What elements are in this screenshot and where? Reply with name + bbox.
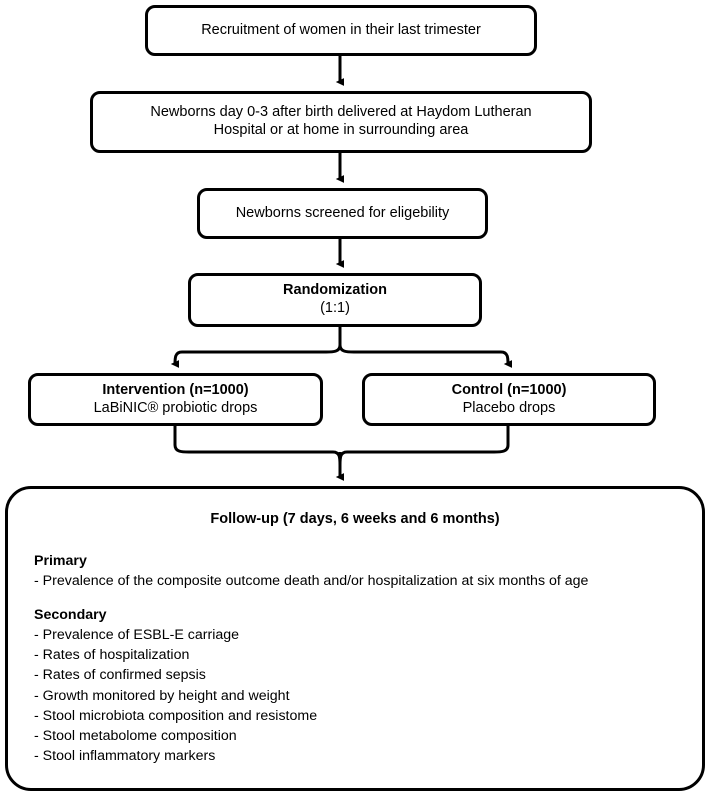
connector-arms-merge-to-followup [173, 426, 510, 481]
node-newborns-delivery-line-1: Newborns day 0-3 after birth delivered a… [150, 104, 532, 121]
node-recruitment: Recruitment of women in their last trime… [145, 5, 537, 56]
node-recruitment-line-1: Recruitment of women in their last trime… [201, 21, 481, 38]
node-intervention-title: Intervention (n=1000) [102, 381, 249, 398]
node-followup-title: Follow-up (7 days, 6 weeks and 6 months) [210, 511, 500, 527]
followup-secondary-item-7: - Stool inflammatory markers [34, 748, 216, 765]
node-control-arm: Control (n=1000) Placebo drops [362, 373, 656, 426]
connector-randomization-split [170, 327, 513, 368]
followup-secondary-heading: Secondary [34, 607, 107, 623]
node-screening: Newborns screened for eligebility [197, 188, 488, 239]
node-control-detail: Placebo drops [462, 399, 556, 416]
node-followup-body: Primary - Prevalence of the composite ou… [8, 551, 702, 767]
node-newborns-delivery: Newborns day 0-3 after birth delivered a… [90, 91, 592, 153]
followup-secondary-item-5: - Stool microbiota composition and resis… [34, 707, 318, 724]
followup-secondary-item-2: - Rates of hospitalization [34, 647, 190, 664]
node-newborns-delivery-line-2: Hospital or at home in surrounding area [213, 122, 469, 138]
node-intervention-detail: LaBiNIC® probiotic drops [93, 399, 258, 416]
node-control-title: Control (n=1000) [451, 381, 567, 398]
node-randomization: Randomization (1:1) [188, 273, 482, 327]
followup-secondary-item-3: - Rates of confirmed sepsis [34, 667, 206, 684]
node-screening-line-1: Newborns screened for eligebility [235, 204, 450, 221]
node-randomization-ratio: (1:1) [320, 300, 350, 316]
node-randomization-title: Randomization [283, 282, 387, 299]
followup-secondary-item-1: - Prevalence of ESBL-E carriage [34, 627, 240, 644]
followup-primary-item: - Prevalence of the composite outcome de… [34, 572, 589, 589]
followup-secondary-item-6: - Stool metabolome composition [34, 727, 237, 744]
followup-secondary-item-4: - Growth monitored by height and weight [34, 687, 290, 704]
followup-section-gap [34, 591, 676, 605]
node-intervention-arm: Intervention (n=1000) LaBiNIC® probiotic… [28, 373, 323, 426]
node-followup: Follow-up (7 days, 6 weeks and 6 months)… [5, 486, 705, 791]
followup-primary-heading: Primary [34, 552, 87, 569]
